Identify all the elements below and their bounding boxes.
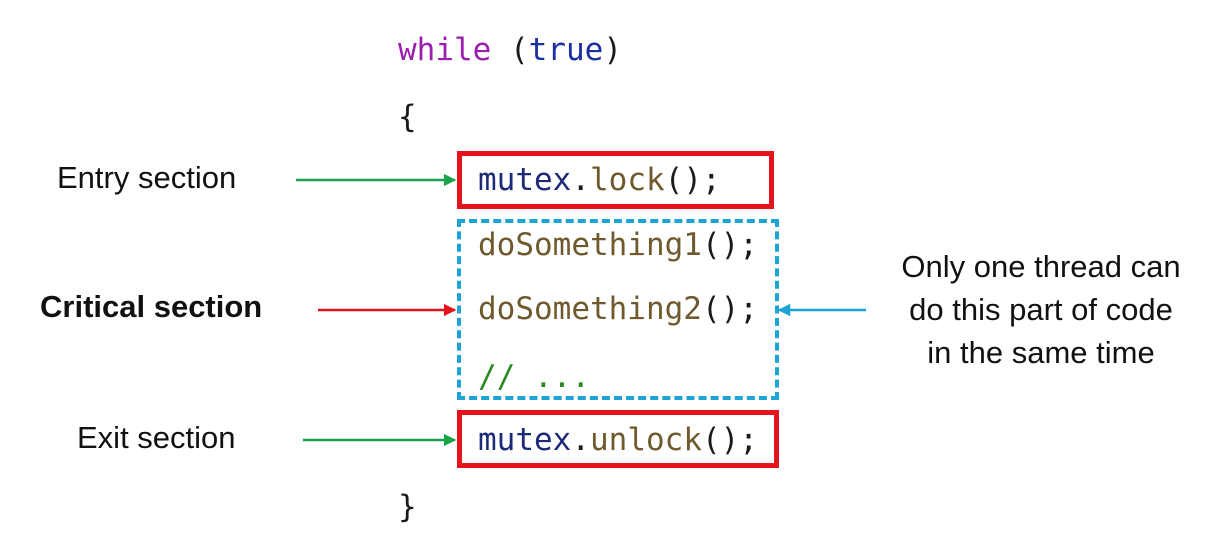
- critical-section-label: Critical section: [40, 289, 263, 324]
- note-line-1: Only one thread can: [901, 249, 1181, 284]
- lock-object: mutex: [478, 162, 572, 198]
- entry-section-label: Entry section: [57, 160, 237, 195]
- unlock-object: mutex: [478, 422, 572, 458]
- exit-section-label: Exit section: [77, 420, 236, 455]
- unlock-dot: .: [571, 422, 590, 458]
- lock-tail: ();: [664, 162, 721, 198]
- unlock-tail: ();: [701, 422, 758, 458]
- close-brace: }: [398, 489, 417, 525]
- while-keyword: while: [398, 32, 492, 68]
- do-something-2-line: doSomething2();: [478, 289, 758, 329]
- do-something-1-line: doSomething1();: [478, 225, 758, 265]
- do-something-2-tail: ();: [701, 291, 758, 327]
- exit-section-box: [457, 410, 779, 468]
- unlock-line: mutex.unlock();: [478, 420, 758, 460]
- lock-function: lock: [590, 162, 665, 198]
- true-keyword: true: [528, 32, 604, 68]
- lock-line: mutex.lock();: [478, 160, 721, 200]
- entry-section-box: [457, 151, 774, 209]
- do-something-1-tail: ();: [701, 227, 758, 263]
- lock-dot: .: [571, 162, 590, 198]
- open-paren: (: [491, 32, 529, 68]
- critical-section-note: Only one thread can do this part of code…: [871, 245, 1211, 374]
- open-brace: {: [398, 99, 417, 135]
- close-paren: ): [603, 32, 622, 68]
- note-line-3: in the same time: [927, 335, 1155, 370]
- do-something-1-function: doSomething1: [478, 227, 702, 263]
- note-line-2: do this part of code: [909, 292, 1173, 327]
- comment-line: // ...: [478, 359, 590, 395]
- while-line: while (true): [398, 30, 622, 70]
- do-something-2-function: doSomething2: [478, 291, 702, 327]
- unlock-function: unlock: [590, 422, 702, 458]
- critical-section-box: [457, 219, 779, 400]
